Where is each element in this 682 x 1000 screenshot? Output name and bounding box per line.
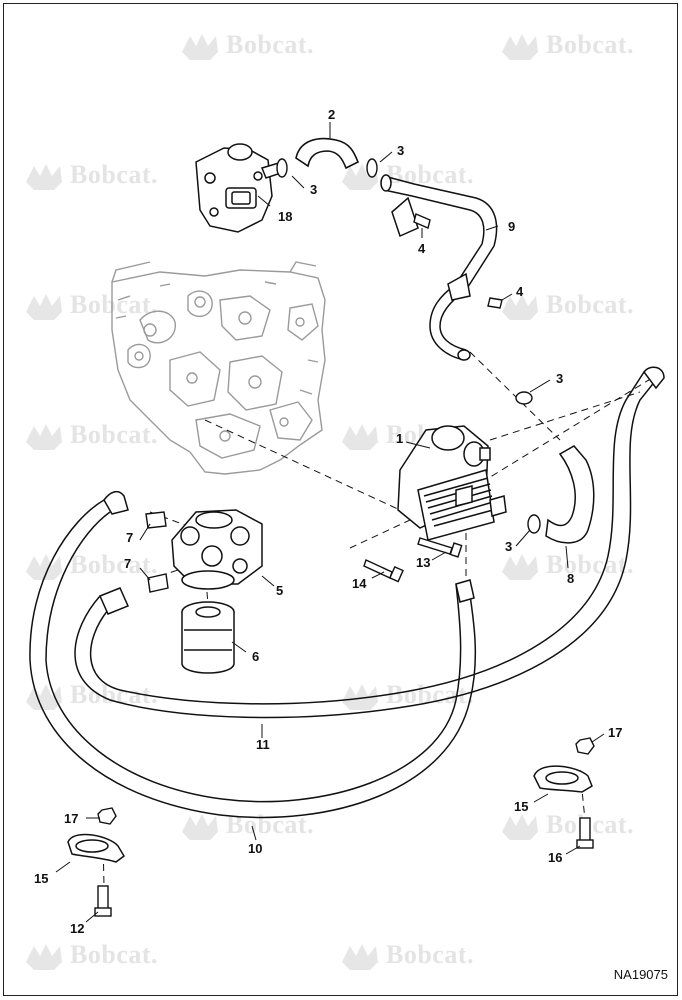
bobcat-watermark: Bobcat. (226, 30, 314, 59)
page-border (3, 3, 678, 996)
hose-10 (29, 490, 477, 819)
clamp-parts (276, 158, 541, 534)
bobcat-watermark: Bobcat. (546, 290, 634, 319)
callout-17-left: 17 (64, 811, 79, 826)
clip-15-right (533, 765, 593, 793)
filter-head-5 (171, 509, 263, 590)
callout-16: 16 (548, 850, 563, 865)
bobcat-logo-icon (26, 944, 62, 970)
oil-cooler-assembly-1 (397, 425, 507, 541)
callout-3-top-left: 3 (310, 182, 318, 197)
bobcat-watermark: Bobcat. (546, 550, 634, 579)
bolt-4 (413, 213, 503, 309)
callout-4-lower: 4 (516, 284, 524, 299)
callout-12: 12 (70, 921, 85, 936)
callout-7-lower: 7 (124, 556, 132, 571)
bobcat-logo-icon (26, 294, 62, 320)
fittings-7 (145, 511, 169, 593)
callout-9: 9 (508, 219, 516, 234)
engine-block-outline (111, 261, 326, 475)
oil-filter-6 (181, 601, 235, 674)
bobcat-watermark: Bobcat. (70, 550, 158, 579)
bobcat-logo-icon (342, 684, 378, 710)
callout-15-left: 15 (34, 871, 49, 886)
callout-3-top-right: 3 (397, 143, 405, 158)
bobcat-logo-icon (502, 34, 538, 60)
callout-2: 2 (328, 107, 336, 122)
callout-6: 6 (252, 649, 260, 664)
clip-15-left (67, 833, 125, 863)
bolt-13-14 (363, 537, 463, 583)
callout-3-mid: 3 (556, 371, 564, 386)
bobcat-watermark: Bobcat. (70, 290, 158, 319)
callout-15-right: 15 (514, 799, 529, 814)
bobcat-watermark: Bobcat. (386, 160, 474, 189)
drawing-number: NA19075 (613, 967, 668, 982)
bobcat-logo-icon (502, 294, 538, 320)
hose-11 (74, 366, 665, 719)
bobcat-logo-icon (182, 814, 218, 840)
bobcat-logo-icon (502, 814, 538, 840)
bobcat-logo-icon (342, 944, 378, 970)
callout-1: 1 (396, 431, 404, 446)
callout-7-upper: 7 (126, 530, 134, 545)
bobcat-logo-icon (502, 554, 538, 580)
bobcat-logo-icon (342, 164, 378, 190)
tube-9 (380, 174, 498, 361)
bobcat-logo-icon (26, 164, 62, 190)
bobcat-watermark: Bobcat. (546, 30, 634, 59)
bobcat-logo-icon (342, 424, 378, 450)
thermostat-housing-18 (195, 143, 285, 233)
bobcat-watermark: Bobcat. (70, 940, 158, 969)
hardware-12-16-17 (94, 737, 595, 917)
bobcat-watermark: Bobcat. (70, 160, 158, 189)
callout-leaders (55, 122, 605, 923)
callout-10: 10 (248, 841, 263, 856)
callout-18: 18 (278, 209, 293, 224)
callout-5: 5 (276, 583, 284, 598)
bobcat-logo-icon (26, 424, 62, 450)
callout-14: 14 (352, 576, 367, 591)
callout-3-lower: 3 (505, 539, 513, 554)
callout-8: 8 (567, 571, 575, 586)
callout-17-right: 17 (608, 725, 623, 740)
bobcat-logo-icon (182, 34, 218, 60)
bobcat-watermark: Bobcat. (386, 940, 474, 969)
callout-13: 13 (416, 555, 431, 570)
bobcat-logo-icon (26, 554, 62, 580)
callout-4-upper: 4 (418, 241, 426, 256)
bobcat-watermark: Bobcat. (70, 420, 158, 449)
hose-2 (295, 137, 360, 170)
callout-11: 11 (256, 737, 270, 752)
hose-8 (545, 445, 595, 544)
